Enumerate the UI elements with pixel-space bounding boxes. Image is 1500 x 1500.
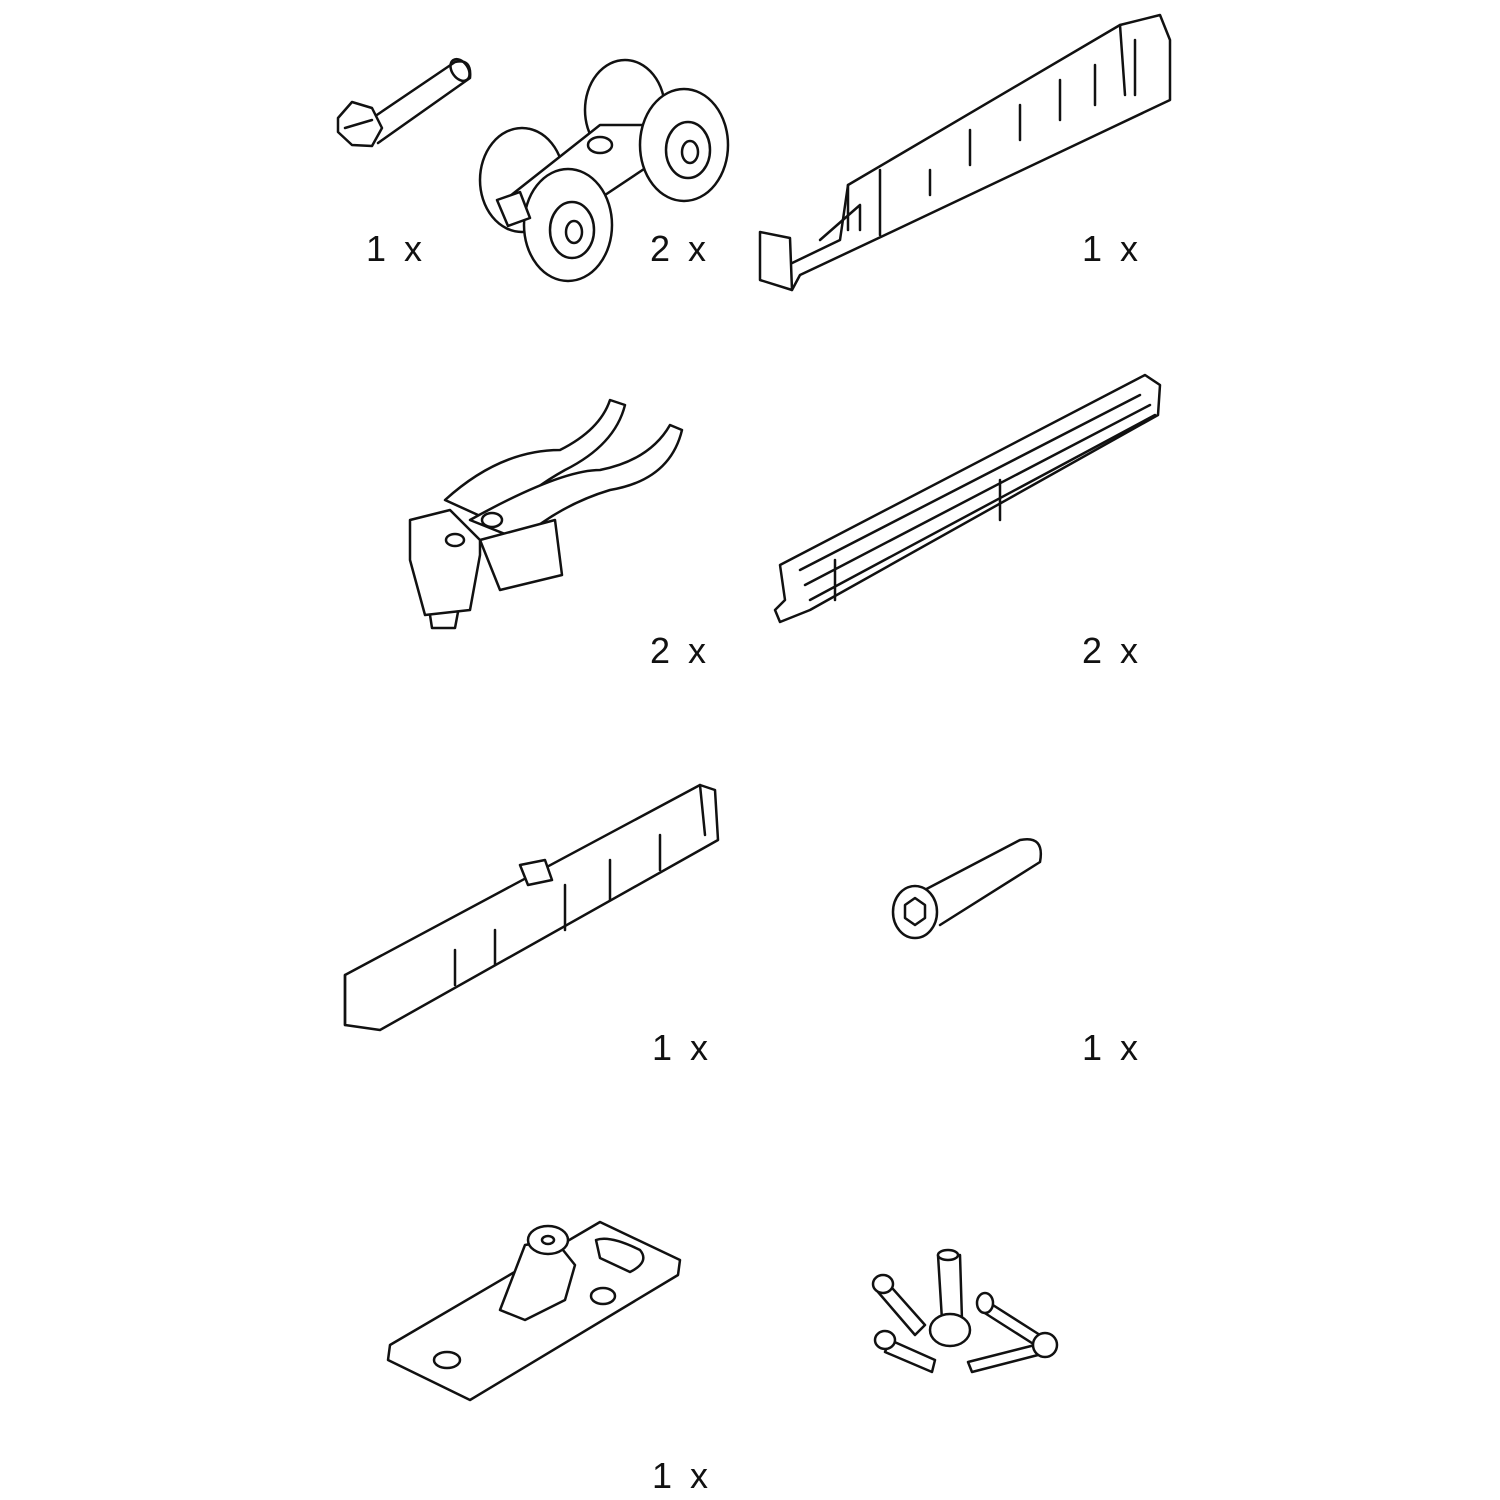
quantity-label-guide-rail: 2 x — [1082, 630, 1143, 671]
roller-carriage-illustration — [478, 58, 730, 283]
quantity-label-hex-socket-bolt: 1 x — [1082, 1027, 1143, 1068]
quantity-label-long-damper-track: 1 x — [1082, 228, 1143, 269]
screw-set-illustration — [871, 1248, 1059, 1374]
hex-socket-bolt-illustration — [891, 838, 1043, 940]
floor-guide-plate-illustration — [386, 1220, 682, 1402]
quantity-label-roller-carriage: 2 x — [650, 228, 711, 269]
quantity-label-spring-clamp: 2 x — [650, 630, 711, 671]
quantity-label-floor-guide-plate: 1 x — [652, 1455, 713, 1496]
guide-rail-illustration — [773, 373, 1162, 624]
quantity-label-slotted-bolt: 1 x — [366, 228, 427, 269]
spring-clamp-illustration — [408, 398, 684, 630]
slotted-bolt-illustration — [336, 57, 472, 148]
long-damper-track-illustration — [758, 13, 1172, 292]
quantity-label-short-damper-track: 1 x — [652, 1027, 713, 1068]
short-damper-track-illustration — [343, 783, 720, 1032]
